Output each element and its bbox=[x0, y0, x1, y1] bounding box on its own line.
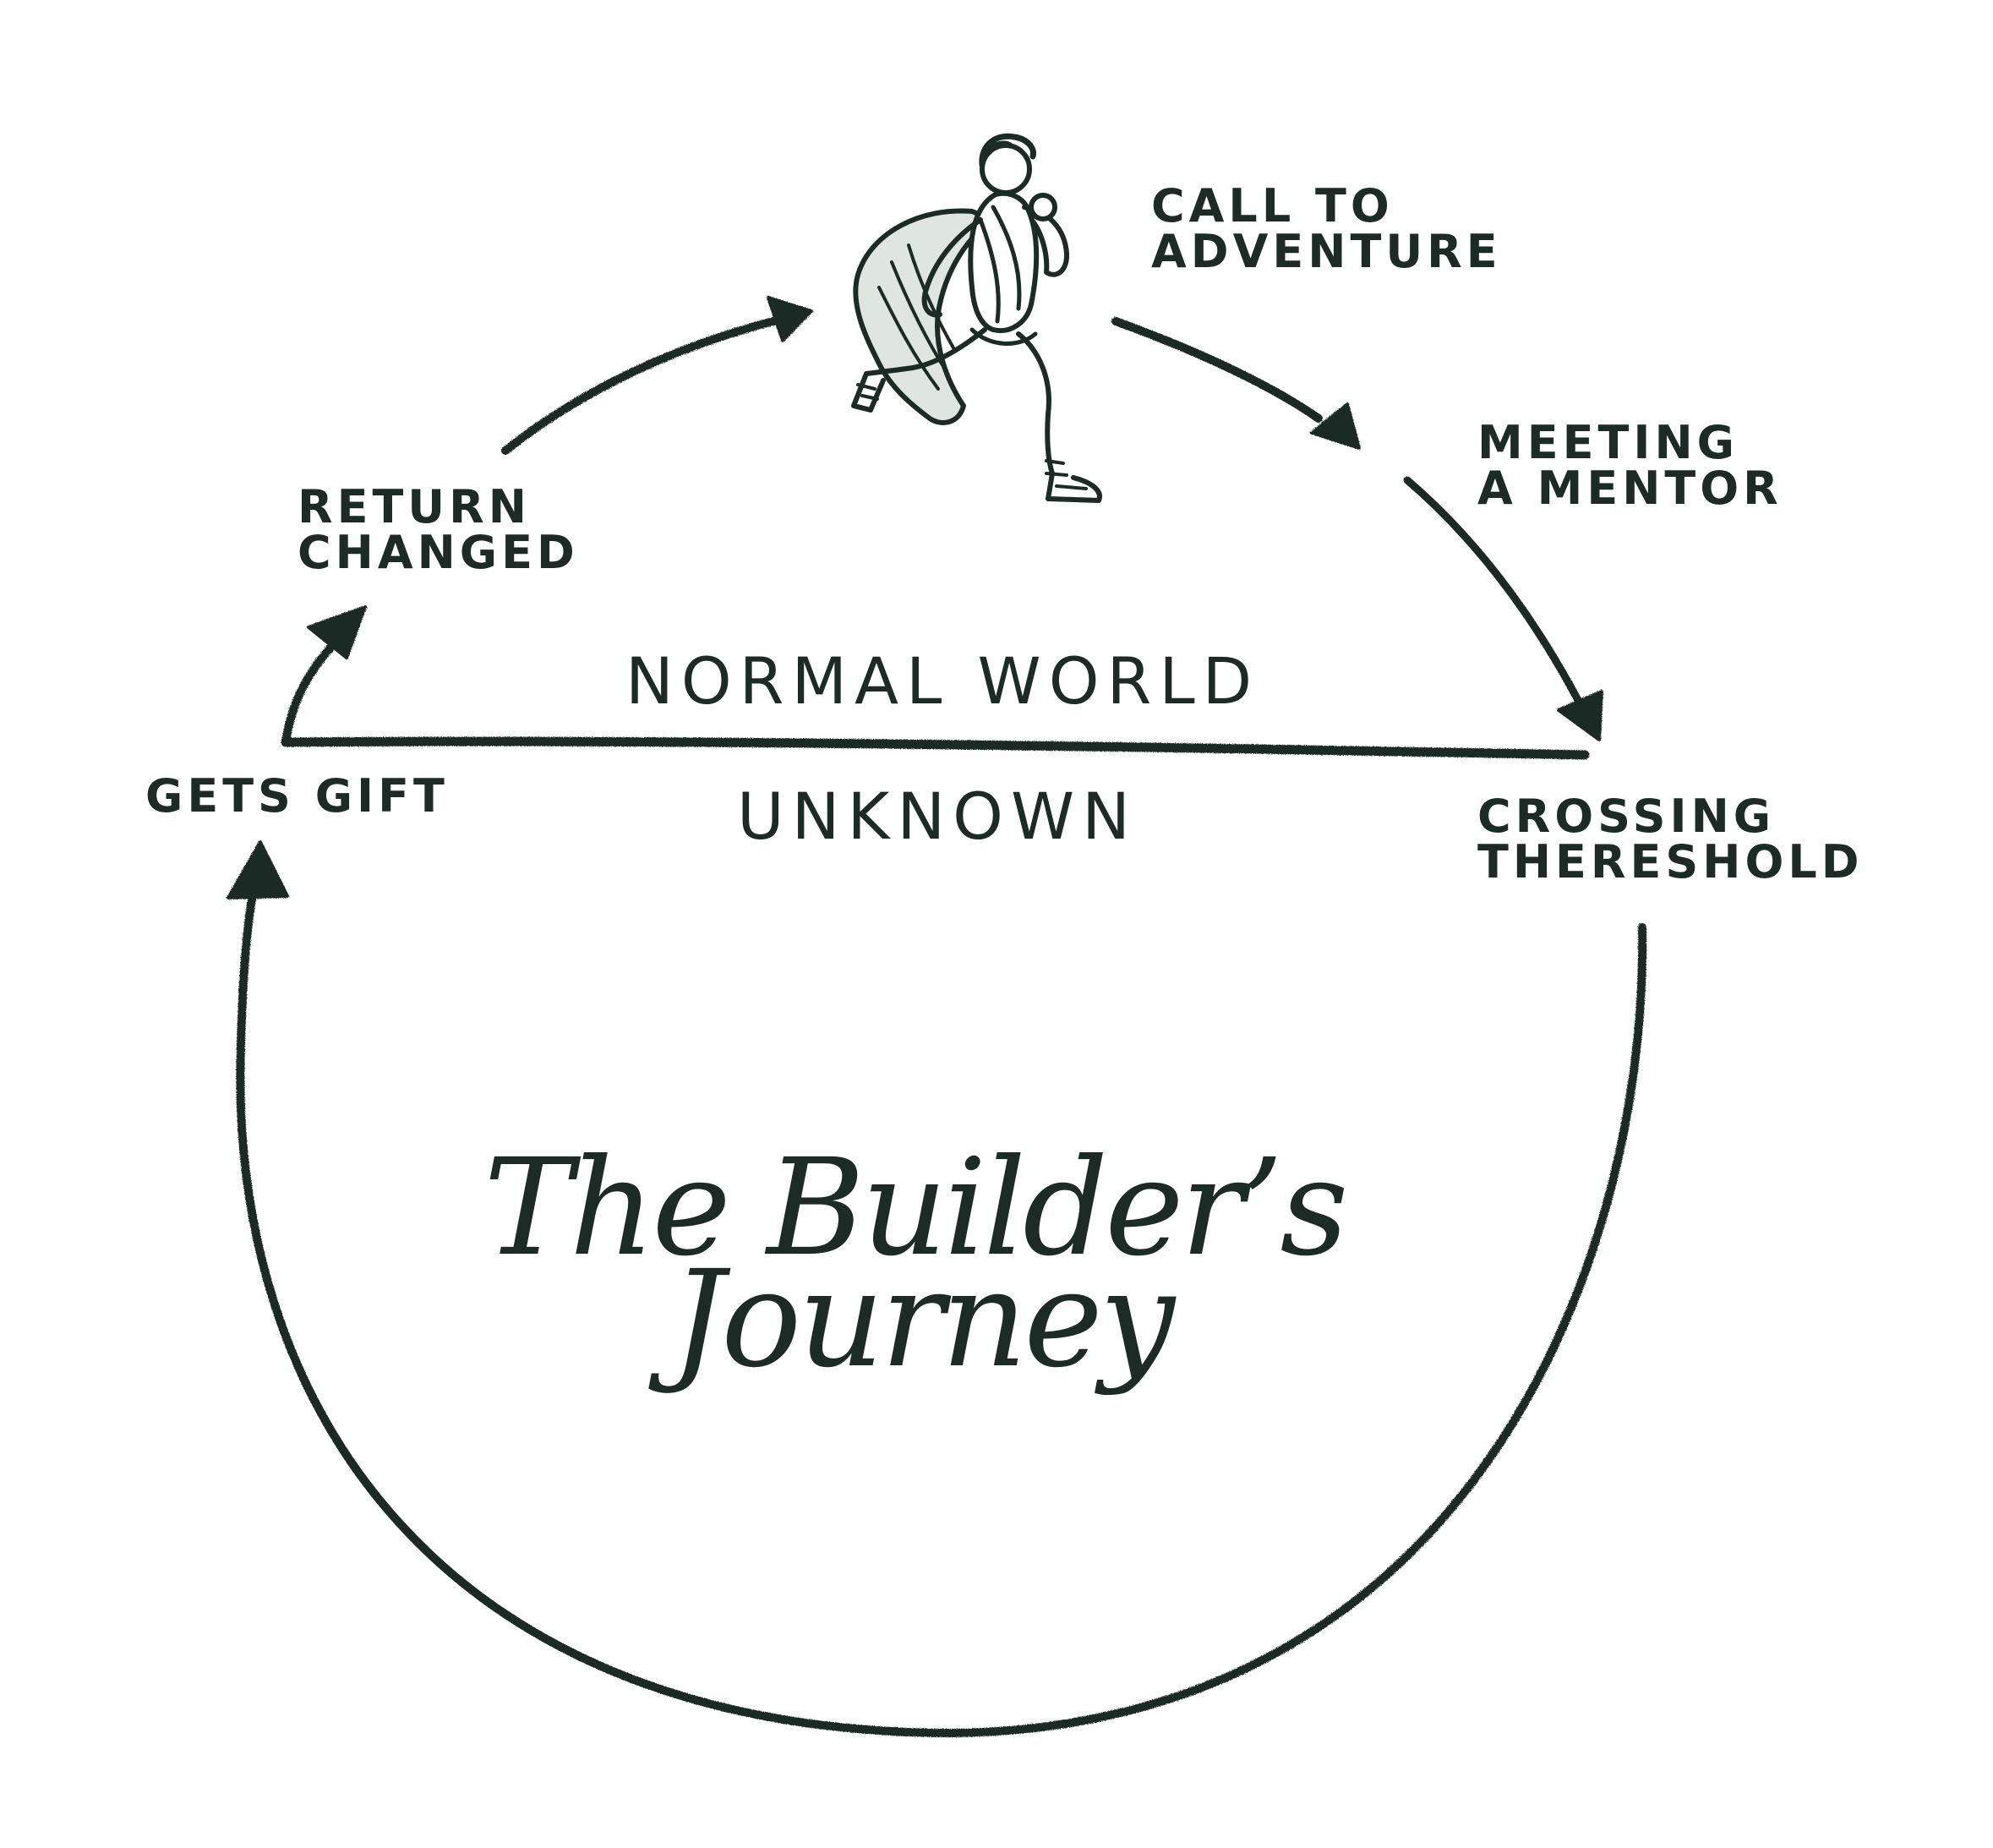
arrowhead-gift-to-return bbox=[307, 605, 367, 659]
hero-torso bbox=[968, 190, 1040, 334]
arrow-threshold-to-gift bbox=[236, 885, 1647, 1737]
arrow-mentor-to-threshold bbox=[1403, 476, 1583, 706]
arrow-return-to-call bbox=[501, 317, 778, 455]
stage-meeting-a-mentor: MEETING A MENTOR bbox=[1477, 416, 1783, 515]
hero-sandal-straps bbox=[856, 383, 1088, 490]
region-label-unknown: UNKNOWN bbox=[737, 779, 1138, 854]
arrowhead-threshold-to-gift bbox=[227, 840, 289, 899]
running-hero-icon bbox=[851, 133, 1102, 503]
arrowhead-mentor-to-threshold bbox=[1557, 690, 1603, 741]
stage-call-to-adventure: CALL TO ADVENTURE bbox=[1151, 179, 1502, 278]
arrowhead-return-to-call bbox=[767, 296, 813, 342]
arrow-gift-to-return bbox=[281, 642, 336, 746]
hero-front-leg bbox=[1016, 331, 1102, 503]
threshold-line bbox=[281, 736, 1590, 760]
hero-back-arm bbox=[921, 217, 983, 318]
region-label-normal-world: NORMAL WORLD bbox=[625, 643, 1259, 719]
title-line-2: Journey bbox=[648, 1242, 1177, 1397]
arrowhead-call-to-mentor bbox=[1310, 402, 1361, 450]
journey-cycle bbox=[227, 296, 1647, 1737]
title-line-1: The Builder’s bbox=[483, 1130, 1345, 1286]
hero-hair bbox=[979, 133, 1036, 168]
stage-return-changed: RETURN CHANGED bbox=[298, 480, 579, 579]
stage-gets-gift: GETS GIFT bbox=[145, 769, 449, 823]
stage-crossing-threshold: CROSSING THERESHOLD bbox=[1477, 790, 1864, 888]
diagram-title: The Builder’s Journey bbox=[483, 1130, 1384, 1397]
hero-fist bbox=[1029, 193, 1057, 221]
hero-rear-leg bbox=[851, 327, 987, 413]
arrow-call-to-mentor bbox=[1111, 317, 1323, 423]
